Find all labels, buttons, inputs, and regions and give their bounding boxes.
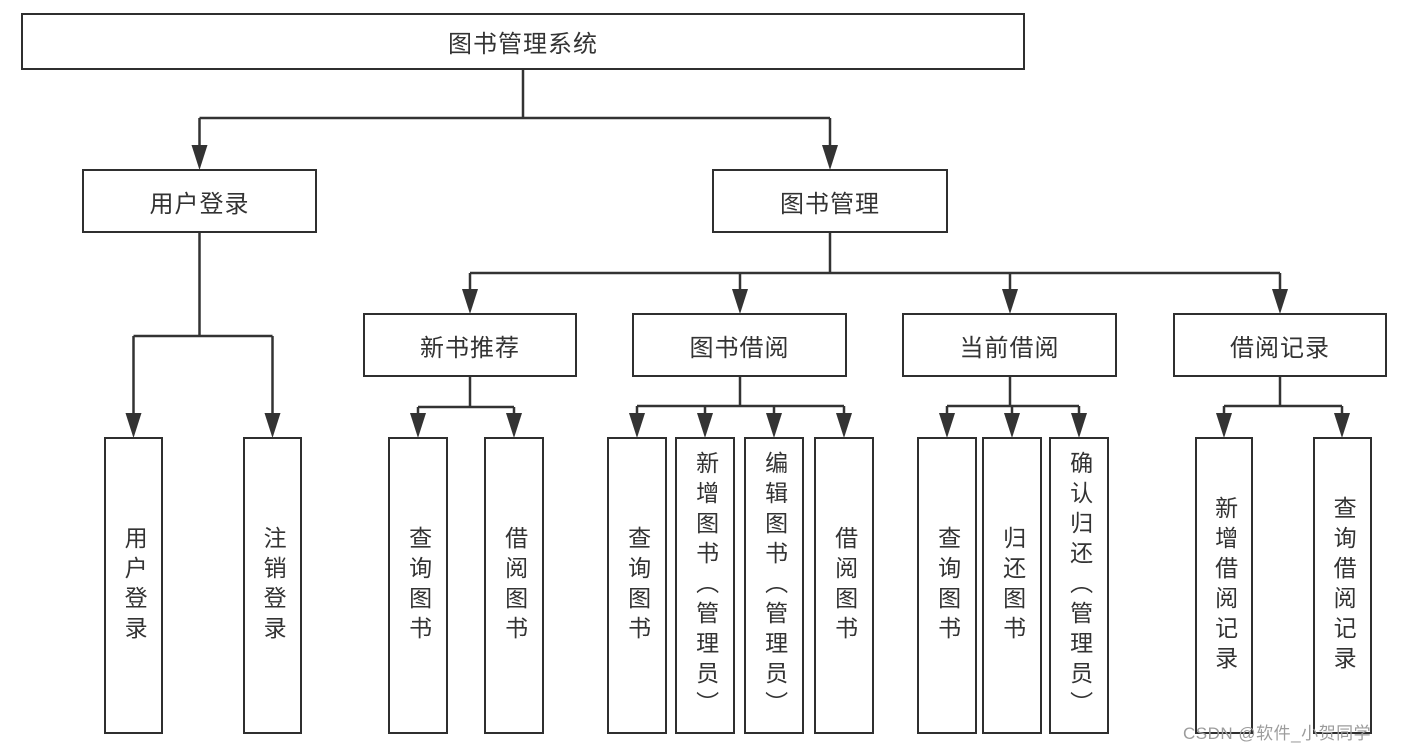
node-leaf-current-confirm-return-admin-label: 确认归还（管理员） xyxy=(1066,450,1093,721)
arrowhead-current-borrowing xyxy=(1002,289,1018,314)
arrowhead-bb-borrow xyxy=(836,413,852,438)
node-leaf-newbook-borrow-books-label: 借阅图书 xyxy=(501,525,528,646)
connector-book-management-to-modules xyxy=(468,231,1282,292)
node-leaf-borrowing-edit-books-admin-label: 编辑图书（管理员） xyxy=(761,450,788,721)
arrowhead-cb-query xyxy=(939,413,955,438)
arrowhead-nb-borrow xyxy=(506,413,522,438)
node-leaf-current-return-books-label: 归还图书 xyxy=(999,525,1026,646)
node-module-new-book-recommend-label: 新书推荐 xyxy=(420,334,520,362)
node-module-book-borrowing: 图书借阅 xyxy=(632,313,847,377)
arrowhead-user-login xyxy=(191,145,208,170)
node-leaf-records-add-record-label: 新增借阅记录 xyxy=(1211,495,1238,676)
arrowhead-book-borrowing xyxy=(732,289,748,314)
node-module-current-borrowing: 当前借阅 xyxy=(902,313,1117,377)
node-leaf-newbook-borrow-books: 借阅图书 xyxy=(484,437,544,734)
node-branch-user-login: 用户登录 xyxy=(82,169,317,233)
arrowhead-borrowing-records xyxy=(1272,289,1288,314)
arrowhead-new-book xyxy=(462,289,478,314)
node-root-label: 图书管理系统 xyxy=(448,31,598,58)
node-root-system: 图书管理系统 xyxy=(21,13,1025,70)
arrowhead-nb-query xyxy=(410,413,426,438)
arrowhead-login-leaf xyxy=(125,413,142,438)
node-leaf-borrowing-add-books-admin-label: 新增图书（管理员） xyxy=(692,450,719,721)
arrowhead-logout-leaf xyxy=(264,413,281,438)
node-leaf-newbook-query-books: 查询图书 xyxy=(388,437,448,734)
csdn-watermark: CSDN @软件_小贺同学 xyxy=(1183,724,1372,743)
node-leaf-borrowing-query-books-label: 查询图书 xyxy=(624,525,651,646)
arrowhead-book-management xyxy=(822,145,838,170)
node-leaf-borrowing-borrow-books: 借阅图书 xyxy=(814,437,874,734)
connector-root-to-branches xyxy=(198,70,832,150)
node-leaf-records-query-record-label: 查询借阅记录 xyxy=(1330,495,1357,676)
node-leaf-current-return-books: 归还图书 xyxy=(982,437,1042,734)
connector-user-login-to-leaves xyxy=(132,233,274,416)
node-leaf-borrowing-edit-books-admin: 编辑图书（管理员） xyxy=(744,437,804,734)
connector-current-borrowing-to-leaves xyxy=(945,376,1081,416)
arrowhead-bb-edit xyxy=(766,413,782,438)
node-module-borrowing-records: 借阅记录 xyxy=(1173,313,1387,377)
node-leaf-logout: 注销登录 xyxy=(243,437,302,734)
node-leaf-borrowing-borrow-books-label: 借阅图书 xyxy=(831,525,858,646)
connector-book-borrowing-to-leaves xyxy=(635,376,846,416)
node-leaf-user-login: 用户登录 xyxy=(104,437,163,734)
node-leaf-user-login-label: 用户登录 xyxy=(121,525,148,646)
node-module-book-borrowing-label: 图书借阅 xyxy=(689,334,790,362)
arrowhead-cb-confirm xyxy=(1071,413,1087,438)
arrowhead-br-query xyxy=(1334,413,1350,438)
connector-new-book-to-leaves xyxy=(416,376,516,416)
node-leaf-newbook-query-books-label: 查询图书 xyxy=(405,525,432,646)
node-leaf-logout-label: 注销登录 xyxy=(260,525,287,646)
connector-borrowing-records-to-leaves xyxy=(1222,376,1344,416)
node-branch-book-management: 图书管理 xyxy=(712,169,948,233)
node-branch-user-login-label: 用户登录 xyxy=(149,190,250,218)
node-leaf-borrowing-query-books: 查询图书 xyxy=(607,437,667,734)
arrowhead-bb-add xyxy=(697,413,713,438)
arrowhead-bb-query xyxy=(629,413,645,438)
node-leaf-current-confirm-return-admin: 确认归还（管理员） xyxy=(1049,437,1109,734)
node-branch-book-management-label: 图书管理 xyxy=(780,190,880,218)
node-leaf-current-query-books-label: 查询图书 xyxy=(934,525,961,646)
node-module-current-borrowing-label: 当前借阅 xyxy=(959,334,1060,362)
arrowhead-br-add xyxy=(1216,413,1232,438)
arrowhead-cb-return xyxy=(1004,413,1020,438)
node-leaf-borrowing-add-books-admin: 新增图书（管理员） xyxy=(675,437,735,734)
node-module-borrowing-records-label: 借阅记录 xyxy=(1230,334,1330,362)
node-leaf-records-query-record: 查询借阅记录 xyxy=(1313,437,1372,734)
node-leaf-records-add-record: 新增借阅记录 xyxy=(1195,437,1253,734)
node-leaf-current-query-books: 查询图书 xyxy=(917,437,977,734)
node-module-new-book-recommend: 新书推荐 xyxy=(363,313,577,377)
